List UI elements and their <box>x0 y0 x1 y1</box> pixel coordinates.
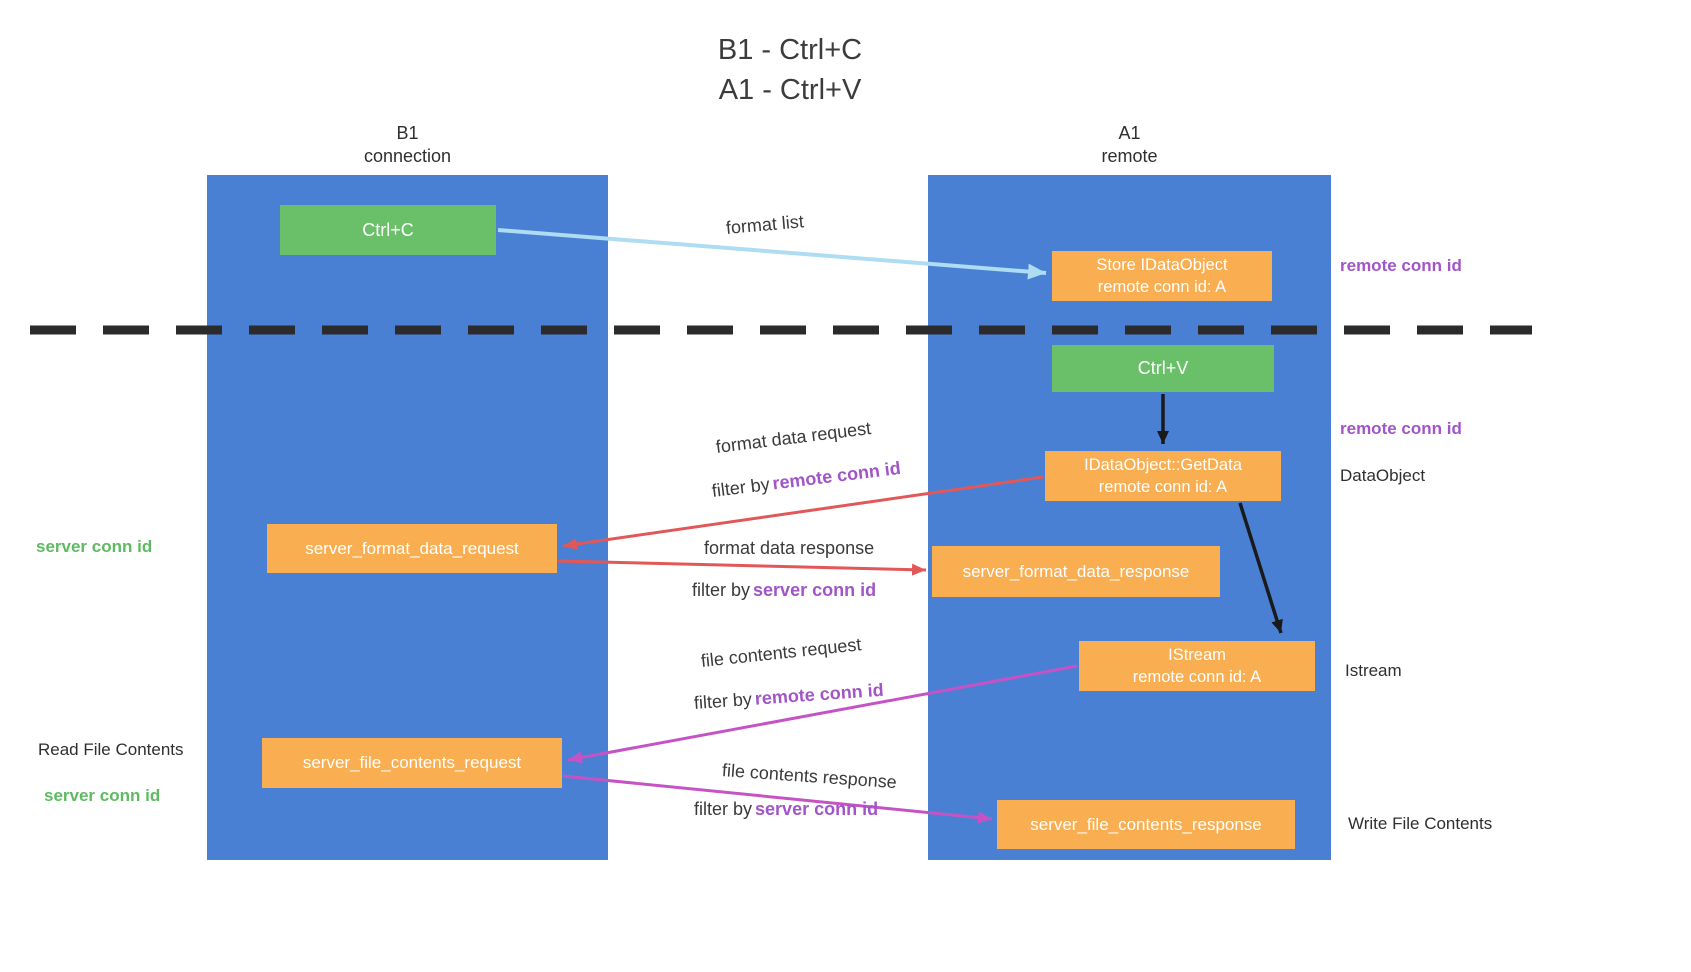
side-label-remote-conn-id-store: remote conn id <box>1340 256 1462 275</box>
node-server-file-contents-response: server_file_contents_response <box>997 800 1295 849</box>
node-istream-line1: IStream <box>1168 646 1226 664</box>
node-getdata-line1: IDataObject::GetData <box>1084 456 1242 474</box>
filter-prefix: filter by <box>710 474 771 501</box>
node-ctrl-v: Ctrl+V <box>1052 345 1274 392</box>
side-label-server-conn-id-format: server conn id <box>36 537 153 556</box>
diagram-title: B1 - Ctrl+C A1 - Ctrl+V <box>0 30 1580 110</box>
filter-prefix: filter by <box>692 580 751 600</box>
node-server-file-contents-request: server_file_contents_request <box>262 738 562 788</box>
arrow-format-data-response <box>557 559 927 576</box>
edge-label-format-data-response: format data response <box>704 538 875 558</box>
node-istream: IStream remote conn id: A <box>1079 641 1315 691</box>
node-getdata-line2: remote conn id: A <box>1098 478 1228 496</box>
edge-label-file-contents-response: file contents response <box>721 760 898 793</box>
node-idataobject-getdata: IDataObject::GetData remote conn id: A <box>1045 451 1281 501</box>
side-label-read-file-contents: Read File Contents <box>38 740 184 759</box>
node-server-file-contents-request-label: server_file_contents_request <box>302 753 522 772</box>
side-label-istream: Istream <box>1345 661 1402 680</box>
node-ctrl-c: Ctrl+C <box>280 205 496 255</box>
edge-label-format-data-request: format data request <box>714 418 873 457</box>
edge-label-filter-file-request: filter byremote conn id <box>693 680 884 714</box>
filter-value-remote-conn-id: remote conn id <box>771 457 902 494</box>
edge-label-format-list: format list <box>725 211 805 238</box>
node-server-format-data-response: server_format_data_response <box>932 546 1220 597</box>
diagram-title-line2: A1 - Ctrl+V <box>718 74 862 106</box>
diagram-title-line1: B1 - Ctrl+C <box>717 34 863 66</box>
node-server-format-data-response-label: server_format_data_response <box>962 561 1190 581</box>
node-istream-line2: remote conn id: A <box>1132 668 1262 686</box>
node-store-idataobject-line1: Store IDataObject <box>1096 256 1228 274</box>
node-server-format-data-request: server_format_data_request <box>267 524 557 573</box>
lane-label-a1: A1 remote <box>928 122 1331 168</box>
node-store-idataobject: Store IDataObject remote conn id: A <box>1052 251 1272 301</box>
node-store-idataobject-line2: remote conn id: A <box>1097 278 1227 296</box>
side-label-remote-conn-id-getdata: remote conn id <box>1340 419 1462 438</box>
filter-value-server-conn-id: server conn id <box>753 580 877 600</box>
node-server-file-contents-response-label: server_file_contents_response <box>1030 814 1262 834</box>
filter-value-remote-conn-id: remote conn id <box>754 679 885 709</box>
node-ctrl-v-label: Ctrl+V <box>1137 358 1189 378</box>
node-server-format-data-request-label: server_format_data_request <box>305 538 519 558</box>
side-label-write-file-contents: Write File Contents <box>1348 814 1493 833</box>
side-label-server-conn-id-file: server conn id <box>44 786 161 805</box>
lane-a1-subtitle: remote <box>1101 146 1158 166</box>
node-ctrl-c-label: Ctrl+C <box>362 219 414 240</box>
filter-value-server-conn-id: server conn id <box>755 799 879 819</box>
edge-label-filter-format-request: filter byremote conn id <box>711 458 902 502</box>
side-label-dataobject: DataObject <box>1340 466 1426 485</box>
filter-prefix: filter by <box>694 799 753 819</box>
edge-label-file-contents-request: file contents request <box>699 634 863 671</box>
lane-a1-name: A1 <box>1118 123 1141 143</box>
lane-b1-subtitle: connection <box>363 146 452 166</box>
lane-label-b1: B1 connection <box>207 122 608 168</box>
filter-prefix: filter by <box>693 688 753 713</box>
lane-b1-name: B1 <box>396 123 419 143</box>
